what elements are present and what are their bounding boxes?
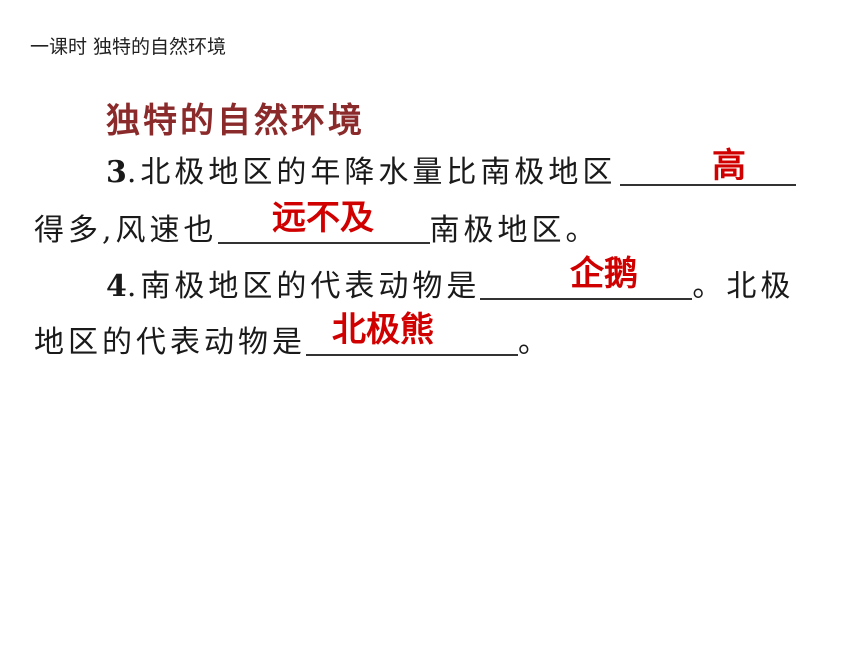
question-number: 3	[106, 155, 127, 190]
answer-text: 北极熊	[332, 310, 434, 350]
question-number: 4	[106, 269, 127, 304]
question-3-line-2: 得多,风速也 南极地区。	[34, 210, 600, 250]
question-text: 得多,风速也	[34, 213, 218, 248]
question-text: 地区的代表动物是	[34, 325, 306, 360]
answer-blank	[620, 152, 797, 186]
answer-text: 远不及	[272, 198, 374, 238]
question-3-line-1: 3.北极地区的年降水量比南极地区	[106, 152, 797, 192]
answer-blank	[217, 210, 430, 244]
answer-blank	[306, 322, 518, 356]
answer-blank	[480, 266, 693, 300]
question-text: 。北极	[692, 269, 795, 304]
question-text: .南极地区的代表动物是	[126, 269, 481, 304]
question-text: 南极地区。	[429, 213, 600, 248]
section-title: 独特的自然环境	[106, 101, 365, 141]
answer-text: 企鹅	[570, 254, 638, 294]
page-header: 一课时 独特的自然环境	[30, 36, 227, 58]
question-text: .北极地区的年降水量比南极地区	[126, 155, 617, 190]
question-4-line-1: 4.南极地区的代表动物是 。北极	[106, 266, 794, 306]
question-text: 。	[518, 325, 552, 360]
question-4-line-2: 地区的代表动物是 。	[34, 322, 552, 362]
answer-text: 高	[712, 146, 746, 186]
